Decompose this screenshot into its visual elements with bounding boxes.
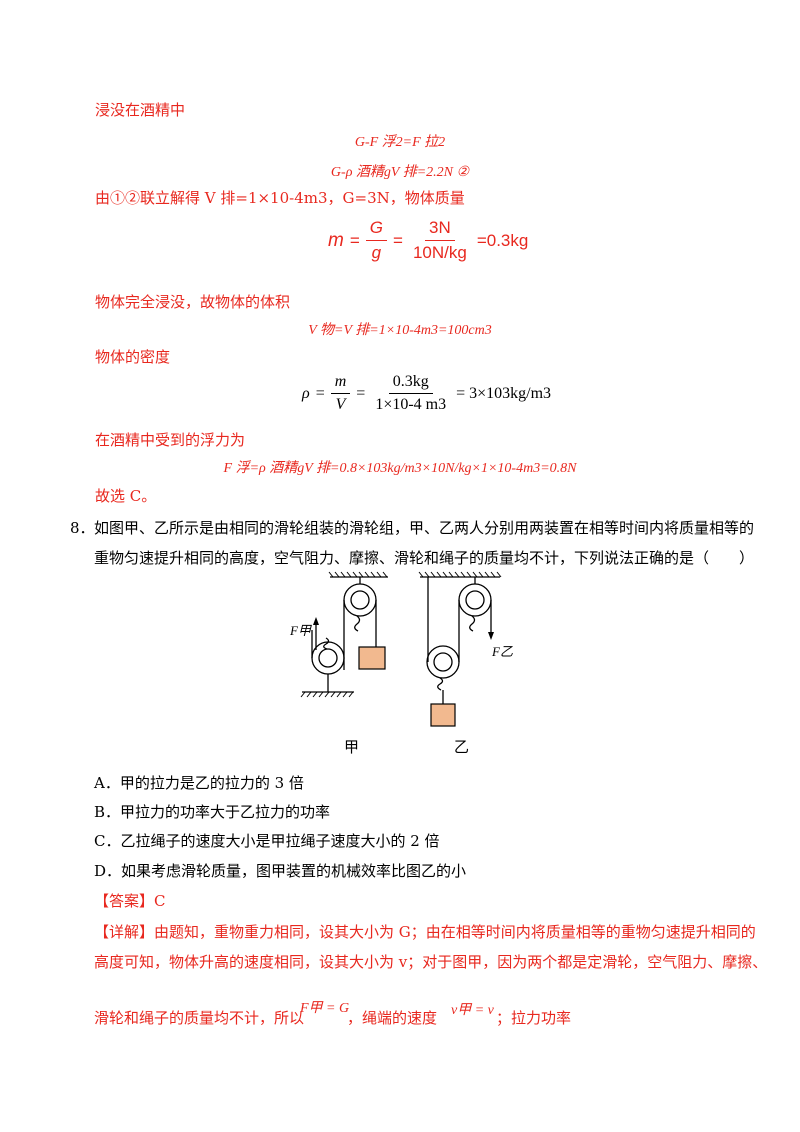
density-symbol: ρ xyxy=(302,384,310,402)
weight-box-yi xyxy=(430,703,456,727)
pulley-figure xyxy=(300,571,502,727)
option-d: D．如果考虑滑轮质量，图甲装置的机械效率比图乙的小 xyxy=(94,862,467,880)
equation-alcohol-density: G-ρ 酒精gV 排=2.2N ② xyxy=(330,165,470,180)
option-b: B．甲拉力的功率大于乙拉力的功率 xyxy=(94,803,331,821)
equals-sign: = xyxy=(315,384,325,402)
fraction-denominator: g xyxy=(371,243,382,262)
text-volume: 物体完全浸没，故物体的体积 xyxy=(95,293,291,311)
option-c: C．乙拉绳子的速度大小是甲拉绳子速度大小的 2 倍 xyxy=(94,832,440,850)
fraction-numerator: 0.3kg xyxy=(388,373,433,394)
fraction-numerator: m xyxy=(330,373,351,394)
density-result: = 3×103kg/m3 xyxy=(456,384,552,402)
detail-F-equation: F甲 = G xyxy=(300,1001,350,1016)
weight-box-jia xyxy=(358,646,386,670)
fraction-density-value: 0.3kg 1×10-4 m3 xyxy=(371,373,450,414)
question-stem-line2: 重物匀速提升相同的高度，空气阻力、摩擦、滑轮和绳子的质量均不计，下列说法正确的是… xyxy=(94,549,755,567)
label-F-yi: F乙 xyxy=(492,644,513,659)
text-alcohol-immersion: 浸没在酒精中 xyxy=(95,101,186,119)
detail-line3-a: 滑轮和绳子的质量均不计，所以 xyxy=(94,1009,305,1027)
equation-pull-force-2: G-F 浮2=F 拉2 xyxy=(354,135,446,150)
equation-mass: m = G g = 3N 10N/kg =0.3kg xyxy=(328,218,528,263)
text-buoyancy: 在酒精中受到的浮力为 xyxy=(95,431,246,449)
answer-label: 【答案】C xyxy=(94,892,166,910)
fraction-numerator: 3N xyxy=(425,218,455,241)
equals-sign: = xyxy=(393,230,403,250)
fraction-3N-over-10Nkg: 3N 10N/kg xyxy=(409,218,471,263)
caption-jia: 甲 xyxy=(344,738,360,756)
fraction-m-over-V: m V xyxy=(330,373,351,414)
fraction-numerator: G xyxy=(365,218,387,241)
mass-symbol: m xyxy=(328,229,344,251)
mass-result: =0.3kg xyxy=(476,230,529,250)
detail-line3-b: ，绳端的速度 xyxy=(347,1009,438,1027)
equation-density: ρ = m V = 0.3kg 1×10-4 m3 = 3×103kg/m3 xyxy=(302,373,551,414)
text-density: 物体的密度 xyxy=(95,348,171,366)
question-number: 8． xyxy=(70,519,95,537)
detail-v-equation: v甲 = v xyxy=(451,1003,494,1018)
text-choose-c: 故选 C。 xyxy=(95,487,157,505)
question-stem-line1: 如图甲、乙所示是由相同的滑轮组装的滑轮组，甲、乙两人分别用两装置在相等时间内将质… xyxy=(94,519,755,537)
label-F-jia: F甲 xyxy=(290,623,311,638)
equation-buoyancy: F 浮=ρ 酒精gV 排=0.8×103kg/m3×10N/kg×1×10-4m… xyxy=(223,461,577,476)
detail-line1: 【详解】由题知，重物重力相同，设其大小为 G；由在相等时间内将质量相等的重物匀速… xyxy=(94,923,756,941)
fraction-denominator: V xyxy=(335,396,346,413)
detail-line3-c: ；拉力功率 xyxy=(496,1009,572,1027)
equation-volume: V 物=V 排=1×10-4m3=100cm3 xyxy=(308,323,492,338)
option-a: A．甲的拉力是乙的拉力的 3 倍 xyxy=(94,774,304,792)
text-solve-result: 由①②联立解得 V 排=1×10-4m3，G=3N，物体质量 xyxy=(95,189,465,207)
fraction-denominator: 10N/kg xyxy=(412,243,467,262)
caption-yi: 乙 xyxy=(454,738,470,756)
equals-sign: = xyxy=(356,384,366,402)
equals-sign: = xyxy=(349,230,360,250)
fraction-G-over-g: G g xyxy=(365,218,387,263)
detail-line2: 高度可知，物体升高的速度相同，设其大小为 v；对于图甲，因为两个都是定滑轮，空气… xyxy=(94,953,768,971)
fraction-denominator: 1×10-4 m3 xyxy=(375,396,447,413)
